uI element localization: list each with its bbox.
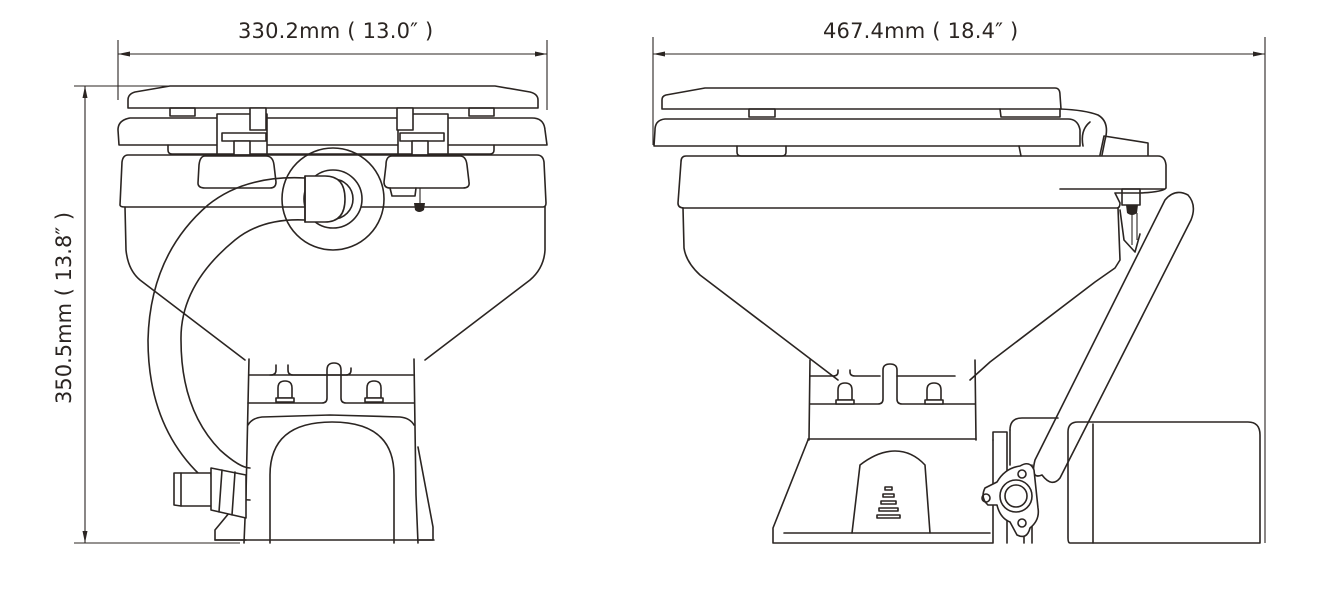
front-width-dimension-label: 330.2mm ( 13.0″ ) (238, 19, 434, 43)
front-view-toilet (117, 85, 548, 544)
side-width-dimension-label: 467.4mm ( 18.4″ ) (823, 19, 1019, 43)
front-width-dimension-line (117, 40, 548, 110)
side-width-dimension-line (652, 37, 1266, 543)
side-view-toilet (653, 87, 1261, 544)
